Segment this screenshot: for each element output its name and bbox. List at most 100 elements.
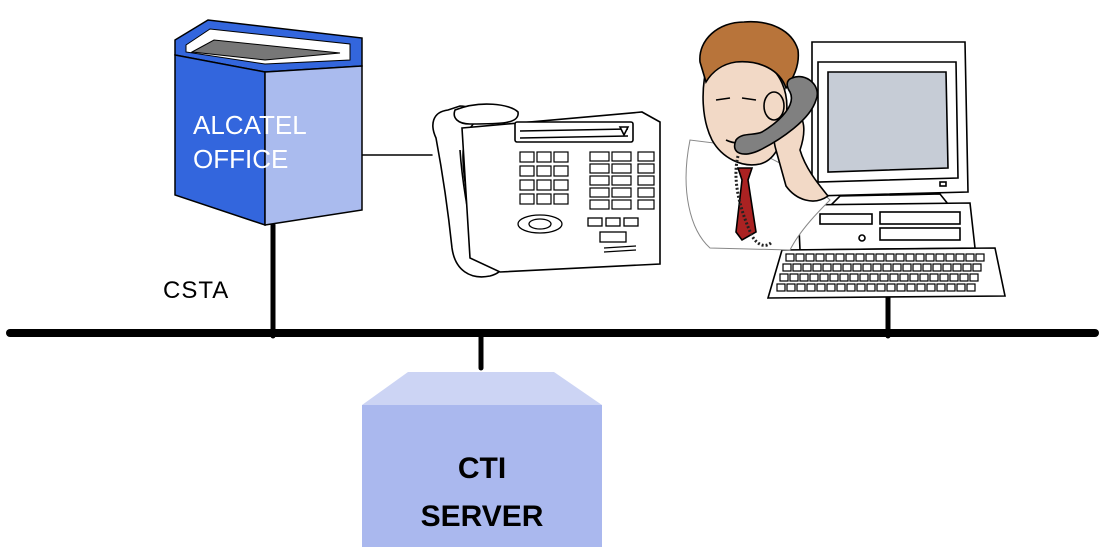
keyboard-key [956, 283, 966, 292]
phone-mic-grille [603, 245, 637, 253]
phone-bottom-details [517, 214, 639, 253]
monitor-screen [827, 71, 949, 173]
keyboard-key [815, 253, 825, 262]
keyboard-key [859, 273, 869, 282]
phone-display-detail [519, 128, 629, 139]
keyboard-key [916, 283, 926, 292]
person-phone-cord [734, 155, 774, 247]
phone-function-key [611, 187, 632, 198]
keyboard-key [826, 283, 836, 292]
keyboard-key [792, 263, 802, 272]
keyboard-key [949, 273, 959, 282]
phone-function-key [589, 163, 610, 174]
keyboard-key [832, 263, 842, 272]
phone-display [514, 121, 634, 143]
keyboard-key [946, 283, 956, 292]
keyboard-key [805, 253, 815, 262]
drive-bay-2 [879, 227, 961, 241]
phone-function-key [611, 199, 632, 210]
phone-nav-ring-inner [528, 218, 552, 230]
computer-workstation-icon [766, 41, 1006, 299]
network-bus [6, 154, 1099, 371]
keyboard-key [869, 273, 879, 282]
keyboard-key [799, 273, 809, 282]
phone-function-key [637, 151, 655, 162]
phone-function-key [637, 199, 655, 210]
keyboard-key [865, 253, 875, 262]
person-ear [763, 91, 785, 121]
keyboard-key [909, 273, 919, 282]
keyboard-key [925, 253, 935, 262]
person-tie [735, 167, 757, 242]
phone-softkey-2 [605, 217, 621, 227]
server-label-line2: SERVER [421, 500, 544, 533]
phone-key [536, 179, 552, 191]
keyboard-key [822, 263, 832, 272]
keyboard-key [849, 273, 859, 282]
keyboard-key [839, 273, 849, 282]
phone-key [553, 193, 569, 205]
person-eyes [715, 97, 757, 101]
keyboard-key [899, 273, 909, 282]
keyboard-key [809, 273, 819, 282]
phone-key [536, 165, 552, 177]
phone-function-key [589, 187, 610, 198]
keyboard-key [902, 263, 912, 272]
keyboard-key [906, 283, 916, 292]
keyboard-key [889, 273, 899, 282]
phone-function-key [637, 175, 655, 186]
keyboard-key [866, 283, 876, 292]
keyboard-key [936, 283, 946, 292]
keyboard-key [882, 263, 892, 272]
keyboard-key [939, 273, 949, 282]
phone-key [553, 179, 569, 191]
office-front-face [174, 54, 266, 227]
keyboard-key [835, 253, 845, 262]
keyboard-key [962, 263, 972, 272]
pbx-box-icon [174, 19, 363, 227]
phone-softkey-1 [587, 217, 603, 227]
keyboard-key [845, 253, 855, 262]
keyboard-key [875, 253, 885, 262]
keyboard-key [886, 283, 896, 292]
phone-key [553, 151, 569, 163]
csta-label: CSTA [163, 277, 229, 304]
phone-softkey-3 [623, 217, 639, 227]
phone-key [519, 179, 535, 191]
server-box-icon [362, 372, 602, 547]
phone-handset-earcup [453, 103, 519, 125]
keyboard-key [959, 273, 969, 282]
keyboard-key [796, 283, 806, 292]
keyboard-key [945, 253, 955, 262]
person-hair [699, 20, 800, 90]
keyboard-key [785, 253, 795, 262]
monitor-led [939, 181, 947, 187]
floppy-drive [819, 213, 873, 225]
keyboard-key [912, 263, 922, 272]
phone-key [519, 193, 535, 205]
keyboard-key [969, 273, 979, 282]
keyboard-key [855, 253, 865, 262]
phone-function-key [637, 187, 655, 198]
phone-function-key [589, 175, 610, 186]
keyboard-key [846, 283, 856, 292]
phone-key [536, 151, 552, 163]
keyboard-key [782, 263, 792, 272]
keyboard-key [812, 263, 822, 272]
phone-key [519, 151, 535, 163]
phone-function-key [611, 163, 632, 174]
keyboard-key [942, 263, 952, 272]
system-unit [797, 202, 976, 251]
keyboard-key [862, 263, 872, 272]
keyboard-key [836, 283, 846, 292]
server-front [362, 405, 602, 547]
office-top-surface [190, 39, 341, 61]
keyboard-key [789, 273, 799, 282]
phone-nav-icon [618, 126, 630, 137]
server-top [362, 372, 602, 405]
keyboard-key [905, 253, 915, 262]
keyboard-key [915, 253, 925, 262]
keyboard-key [955, 253, 965, 262]
keyboard-key [816, 283, 826, 292]
